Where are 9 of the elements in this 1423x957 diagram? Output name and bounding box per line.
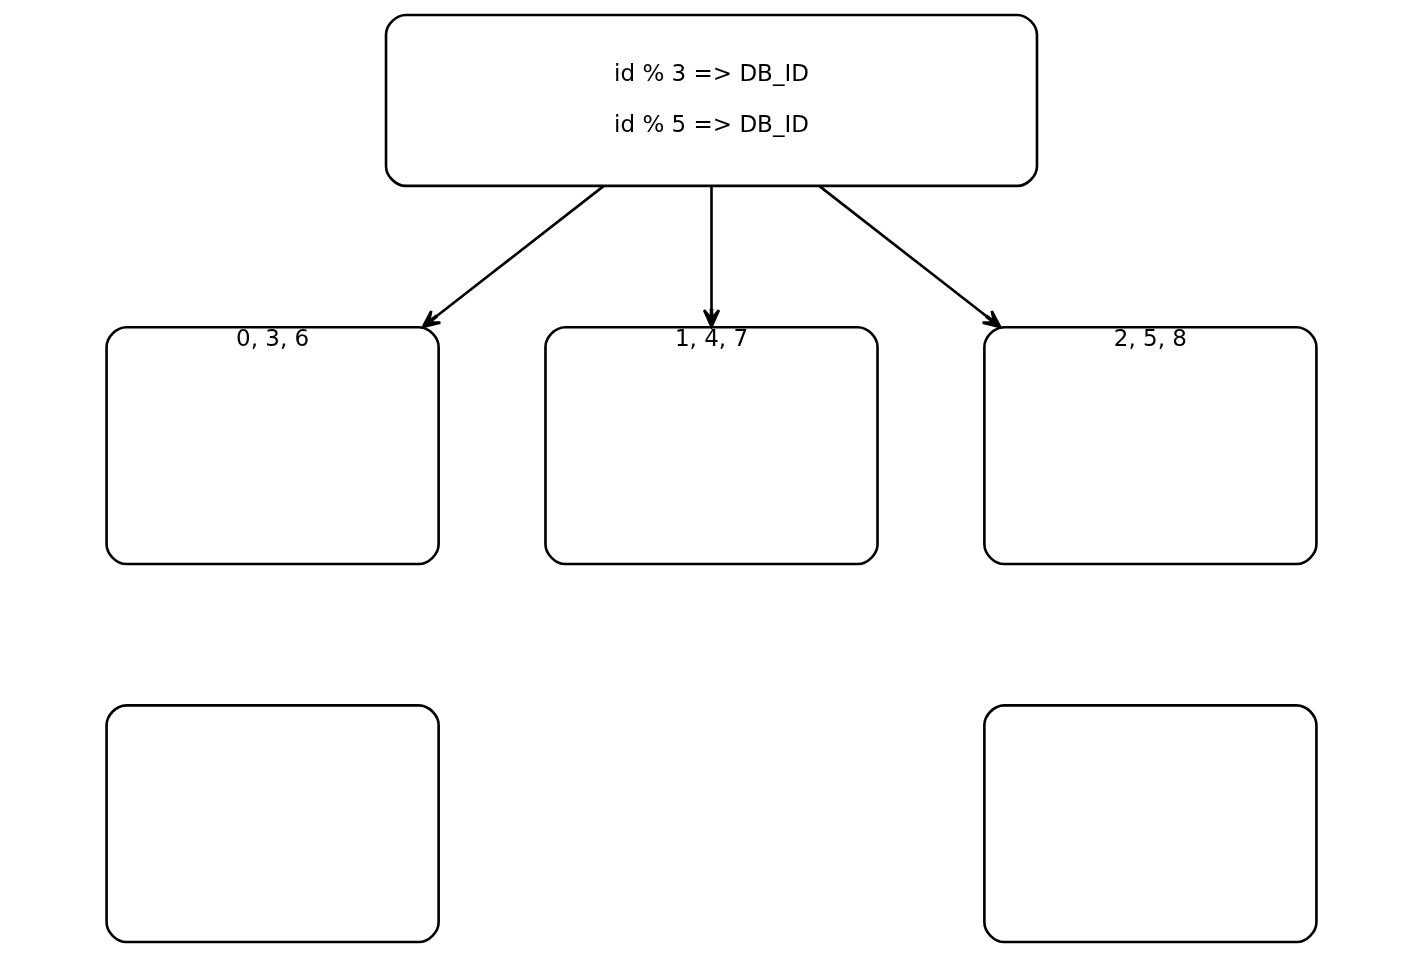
node-box [983, 704, 1318, 944]
arrow [818, 185, 1002, 329]
node-box [105, 704, 440, 944]
node-box: 0, 3, 6 [105, 325, 440, 566]
node-box: 1, 4, 7 [544, 325, 879, 566]
arrow [702, 186, 721, 328]
node-box: id % 3 => DB_ID id % 5 => DB_ID [384, 13, 1039, 188]
node-box: 2, 5, 8 [983, 325, 1318, 566]
arrow [421, 185, 605, 329]
